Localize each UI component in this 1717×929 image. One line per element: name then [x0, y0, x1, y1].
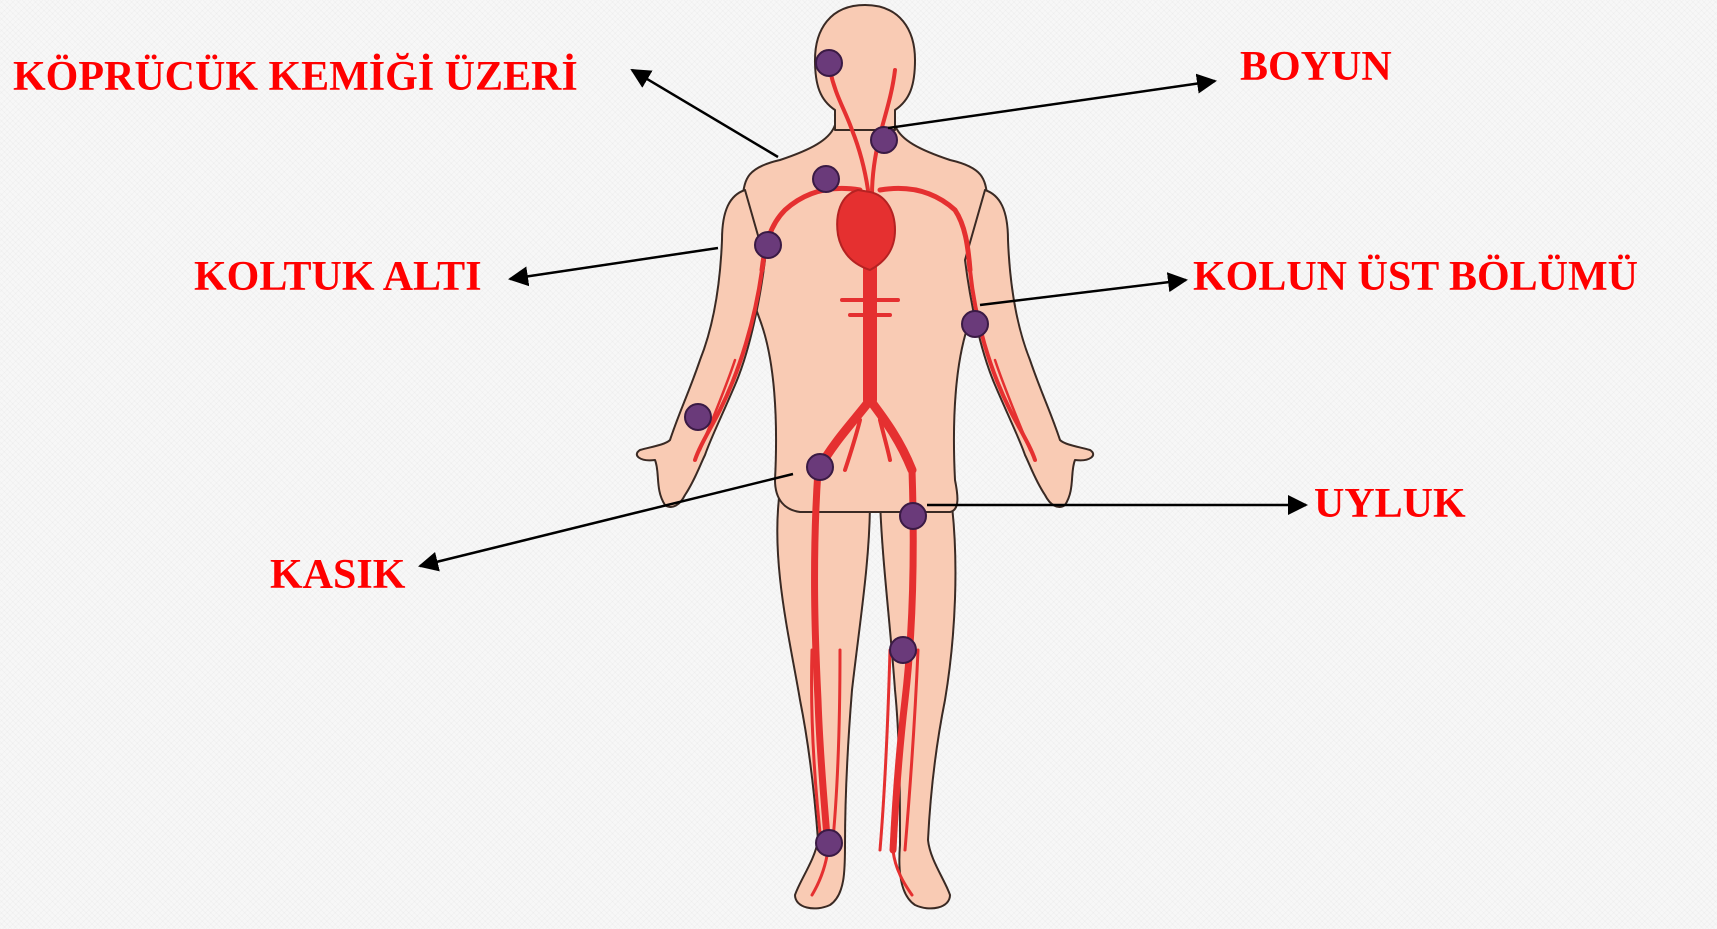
pulse-ankle	[816, 830, 842, 856]
pulse-temporal	[816, 50, 842, 76]
arrow-groin	[420, 474, 793, 566]
arrow-neck	[888, 81, 1215, 128]
arrow-clavicle	[632, 70, 778, 157]
label-clavicle: KÖPRÜCÜK KEMİĞİ ÜZERİ	[13, 56, 578, 98]
label-upper-arm: KOLUN ÜST BÖLÜMÜ	[1193, 256, 1638, 298]
label-armpit: KOLTUK ALTI	[194, 256, 482, 298]
pulse-brachial	[962, 311, 988, 337]
label-neck: BOYUN	[1240, 46, 1392, 88]
pulse-subclavian	[813, 166, 839, 192]
arrow-armpit	[510, 248, 718, 279]
pulse-femoral	[807, 454, 833, 480]
pulse-axillary	[755, 232, 781, 258]
pulse-thigh	[900, 503, 926, 529]
body-silhouette	[637, 5, 1093, 908]
pulse-radial	[685, 404, 711, 430]
pulse-popliteal	[890, 637, 916, 663]
pulse-carotid	[871, 127, 897, 153]
label-thigh: UYLUK	[1314, 483, 1466, 525]
label-groin: KASIK	[270, 554, 405, 596]
